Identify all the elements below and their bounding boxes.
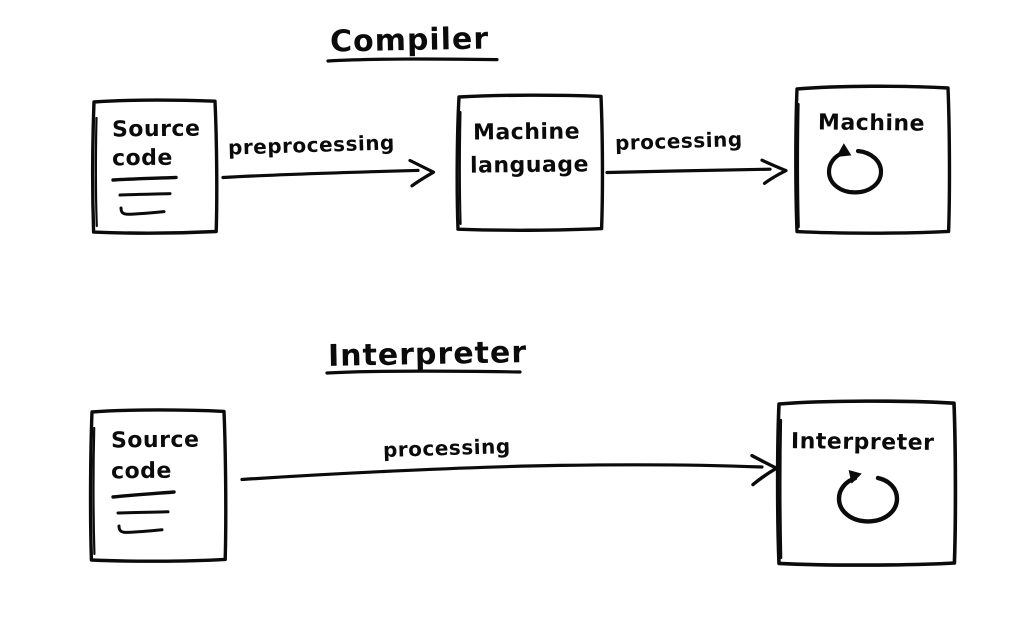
arrow-processing-bottom [240,453,779,487]
loop-icon-interpreter [836,470,900,524]
machine-language-box [455,93,605,232]
preprocessing-label: preprocessing [228,130,395,159]
code-line-2 [116,510,170,515]
source-code-top-label-line2: code [112,146,173,172]
code-line-2 [118,192,172,197]
machine-language-label-line2: language [470,152,589,178]
machine-language-label-line1: Machine [473,119,580,145]
interpreter-box [775,399,958,567]
code-line-3 [117,524,164,534]
compiler-title: Compiler [330,21,490,59]
code-line-1 [111,490,176,499]
interpreter-title: Interpreter [328,335,528,374]
interpreter-label: Interpreter [791,429,935,456]
arrow-processing-top [605,158,788,185]
machine-label: Machine [818,110,925,136]
source-code-box-bottom [88,408,228,563]
code-line-1 [111,175,178,182]
code-line-3 [119,206,166,216]
processing-bottom-label: processing [383,434,511,462]
machine-box [794,84,952,235]
source-code-box-top [91,98,219,235]
source-code-bottom-label-line1: Source [111,428,200,454]
processing-top-label: processing [615,127,743,155]
source-code-bottom-label-line2: code [111,459,172,485]
compiler-title-underline [326,57,499,63]
interpreter-title-underline [325,369,522,375]
source-code-top-label-line1: Source [112,117,201,143]
loop-icon-machine [826,143,884,195]
arrow-preprocessing [221,158,436,188]
